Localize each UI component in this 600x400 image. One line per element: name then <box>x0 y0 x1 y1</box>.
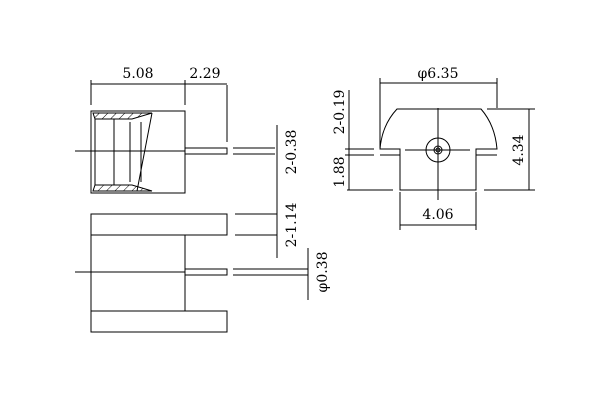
dim-2-1-14: 2-1.14 <box>284 203 300 248</box>
hatching <box>92 112 153 192</box>
pin <box>184 147 228 155</box>
dim-2-29: 2.29 <box>189 66 220 82</box>
dim-4-06: 4.06 <box>422 207 453 223</box>
dim-phi-6-35: φ6.35 <box>418 66 459 82</box>
side-view: 5.08 2.29 2-0.38 <box>75 66 300 195</box>
dim-1-88: 1.88 <box>332 156 348 187</box>
dim-2-0-38: 2-0.38 <box>284 130 300 175</box>
dim-2-0-19: 2-0.19 <box>332 90 348 135</box>
body-outline <box>90 110 186 194</box>
bottom-view: 2-1.14 φ0.38 <box>75 190 331 333</box>
front-view: φ6.35 4.34 2-0.19 1.88 4.06 <box>332 66 535 230</box>
dim-4-34: 4.34 <box>511 134 527 165</box>
dim-phi-0-38: φ0.38 <box>315 252 331 293</box>
dim-5-08: 5.08 <box>122 66 153 82</box>
